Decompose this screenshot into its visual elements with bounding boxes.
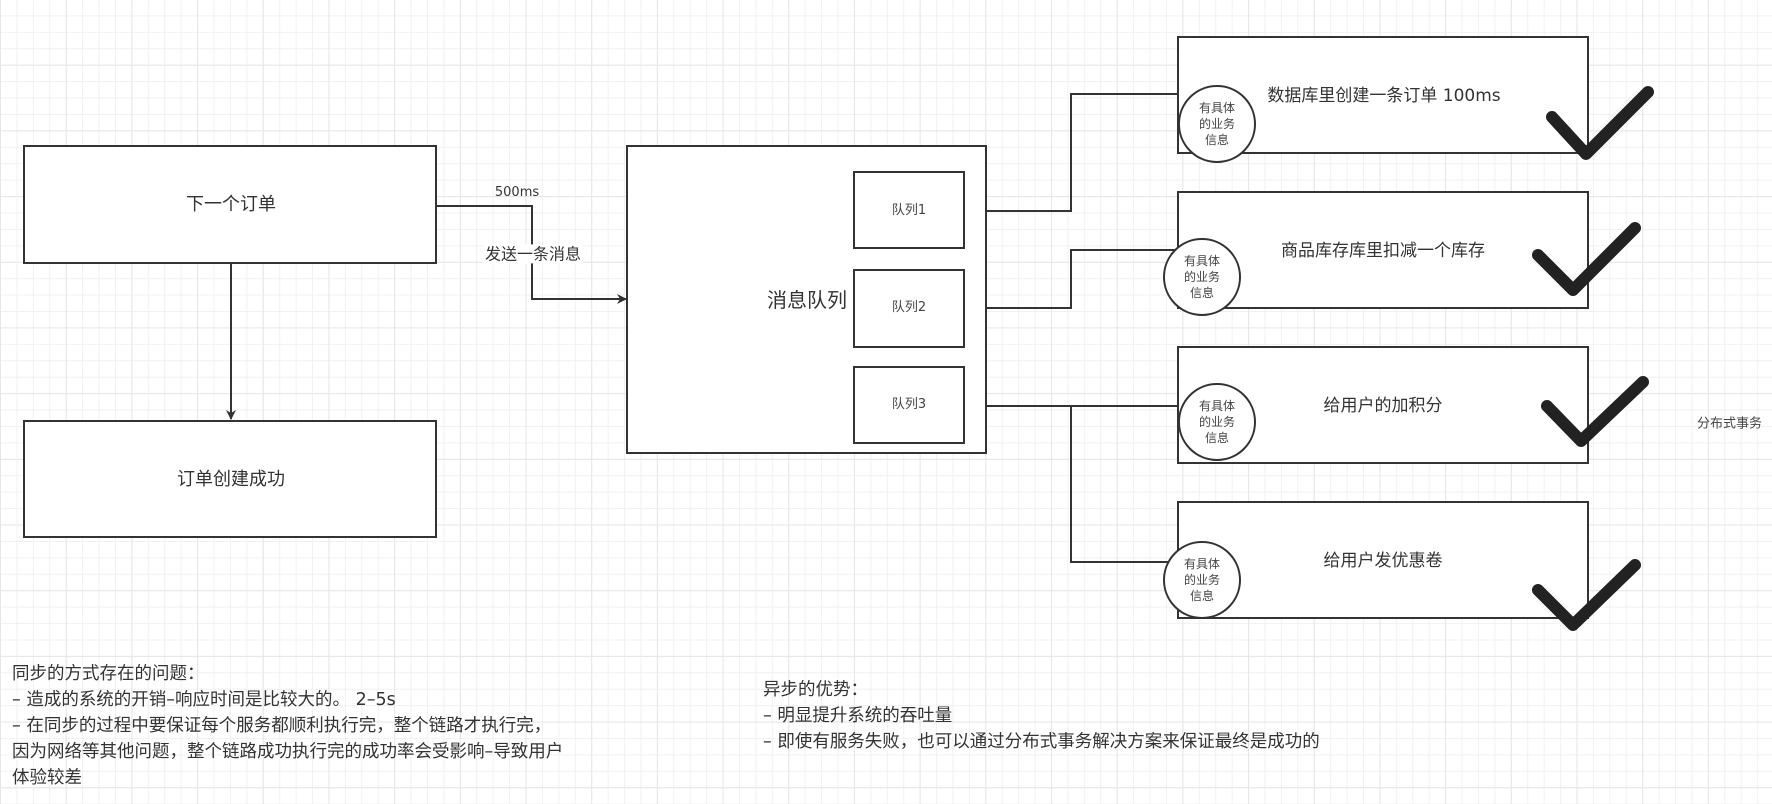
- note-line: – 明显提升系统的吞吐量: [763, 706, 953, 726]
- async-advantages-note: 异步的优势： – 明显提升系统的吞吐量 – 即使有服务失败，也可以通过分布式事务…: [763, 677, 1320, 755]
- business-info-badge-text: 有具体 的业务 信息: [1183, 254, 1220, 300]
- service-node-send-coupon[interactable]: [1177, 501, 1589, 619]
- note-line: 因为网络等其他问题，整个链路成功执行完的成功率会受影响–导致用户: [12, 742, 564, 762]
- business-info-badge-4[interactable]: 有具体 的业务 信息: [1163, 541, 1241, 619]
- checkmark-icon: [1532, 559, 1641, 631]
- queue-1-label: 队列1: [891, 203, 927, 219]
- send-message-label: 发送一条消息: [482, 244, 584, 264]
- business-info-badge-1[interactable]: 有具体 的业务 信息: [1178, 85, 1256, 163]
- note-heading: 同步的方式存在的问题：: [12, 664, 205, 684]
- order-created-label: 订单创建成功: [177, 469, 285, 491]
- edge-service-2-to-queue-2: [964, 249, 1177, 313]
- note-line: – 造成的系统的开销–响应时间是比较大的。 2–5s: [12, 690, 396, 710]
- checkmark-icon: [1541, 376, 1649, 447]
- note-line: – 即使有服务失败，也可以通过分布式事务解决方案来保证最终是成功的: [763, 732, 1320, 752]
- latency-label: 500ms: [494, 185, 540, 201]
- queue-3-node[interactable]: [853, 366, 965, 444]
- business-info-badge-text: 有具体 的业务 信息: [1198, 101, 1235, 147]
- service-label-deduct-stock: 商品库存库里扣减一个库存: [1281, 240, 1485, 261]
- note-heading: 异步的优势：: [763, 680, 868, 700]
- business-info-badge-text: 有具体 的业务 信息: [1198, 399, 1235, 445]
- service-node-deduct-stock[interactable]: [1177, 191, 1589, 309]
- message-queue-label: 消息队列: [767, 288, 847, 312]
- note-line: 体验较差: [12, 768, 82, 788]
- service-label-send-coupon: 给用户发优惠卷: [1323, 550, 1443, 571]
- queue-1-node[interactable]: [853, 171, 965, 249]
- business-info-badge-text: 有具体 的业务 信息: [1183, 557, 1220, 603]
- order-created-node[interactable]: [23, 420, 437, 538]
- business-info-badge-2[interactable]: 有具体 的业务 信息: [1163, 238, 1241, 316]
- checkmark-icon: [1532, 222, 1641, 296]
- place-order-label: 下一个订单: [186, 194, 276, 216]
- service-label-create-order: 数据库里创建一条订单 100ms: [1267, 85, 1501, 106]
- note-line: – 在同步的过程中要保证每个服务都顺利执行完，整个链路才执行完，: [12, 716, 552, 736]
- edge-service-1-to-queue-1: [964, 93, 1178, 216]
- business-info-badge-3[interactable]: 有具体 的业务 信息: [1178, 383, 1256, 461]
- checkmark-icon: [1546, 86, 1654, 160]
- sync-problems-note: 同步的方式存在的问题： – 造成的系统的开销–响应时间是比较大的。 2–5s –…: [12, 661, 563, 791]
- place-order-node[interactable]: [23, 145, 437, 264]
- distributed-transaction-note: 分布式事务: [1697, 416, 1763, 432]
- queue-2-node[interactable]: [853, 269, 965, 348]
- queue-3-label: 队列3: [891, 397, 927, 413]
- service-label-add-points: 给用户的加积分: [1323, 395, 1443, 416]
- edge-service-4-to-queue-3: [1070, 406, 1168, 563]
- queue-2-label: 队列2: [891, 300, 927, 316]
